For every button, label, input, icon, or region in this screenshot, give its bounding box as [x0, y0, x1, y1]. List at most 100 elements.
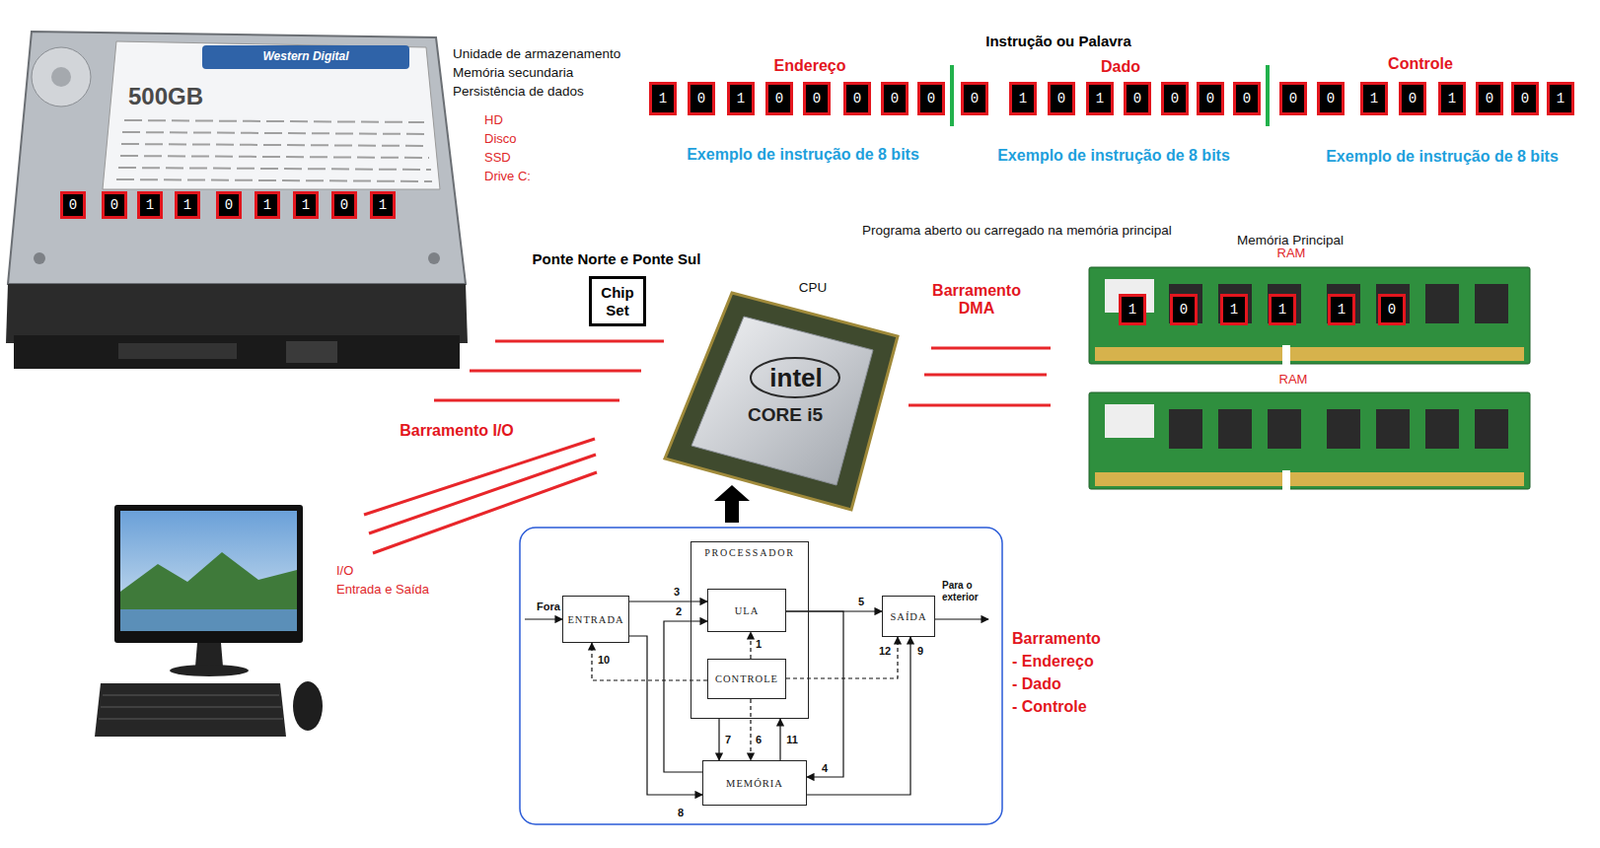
box-text: 0	[1242, 91, 1251, 106]
field-note: Exemplo de instrução de 8 bits	[997, 146, 1231, 165]
up-arrow	[714, 485, 750, 523]
box-text: 0	[853, 91, 862, 106]
bit-cell: 1	[1118, 293, 1147, 326]
bus-name: Barramento I/O	[399, 422, 514, 440]
box-text: 1	[1337, 302, 1346, 317]
part-name: Ponte Norte e Ponte Sul	[532, 250, 702, 268]
box-text: PROCESSADOR	[691, 547, 808, 559]
box-text: 1	[658, 91, 667, 106]
box-text: 1	[1128, 302, 1137, 317]
box-text: 0	[927, 91, 936, 106]
box-text: 1	[1230, 302, 1238, 317]
bus-lines	[363, 341, 1051, 554]
bit-cell: 0	[1316, 81, 1345, 116]
bit-cell: 1	[649, 81, 677, 116]
ram-stick	[1089, 392, 1530, 491]
box-text: 1	[736, 91, 745, 106]
bit-cell: 0	[1161, 81, 1189, 116]
bit-cell: 0	[1511, 81, 1539, 116]
callout-number: 11	[785, 733, 800, 746]
chip-model: CORE i5	[747, 404, 823, 427]
box-text: MEMÓRIA	[726, 778, 784, 790]
computer	[94, 505, 323, 737]
bit-cell: 0	[1169, 293, 1198, 326]
part-name: Entrada e Saída	[336, 582, 430, 598]
drive-capacity: 500GB	[128, 82, 204, 111]
box-text: 0	[1206, 91, 1215, 106]
box-text: 0	[1521, 91, 1529, 106]
box-text: 0	[697, 91, 706, 106]
connector	[779, 719, 781, 761]
box-text: 1	[301, 198, 310, 213]
bit-cell: 0	[1378, 293, 1406, 326]
bus-name: - Endereço	[1012, 653, 1094, 671]
output-line	[935, 618, 989, 620]
box-text: CONTROLE	[715, 673, 779, 685]
callout-number: 12	[877, 645, 892, 657]
bit-cell: 0	[765, 81, 794, 116]
box-text: 0	[1170, 91, 1179, 106]
connector	[806, 637, 911, 796]
bus-name: - Controle	[1012, 698, 1088, 717]
heading: Instrução ou Palavra	[985, 32, 1132, 50]
box-text: 0	[224, 198, 233, 213]
bit-cell: 0	[1398, 81, 1427, 116]
bit-cell: 1	[1086, 81, 1114, 116]
storage-type: Disco	[484, 132, 517, 147]
box-text: 0	[890, 91, 899, 106]
part-name: RAM	[1277, 246, 1307, 262]
part-name: CPU	[799, 280, 828, 296]
bus-name: Barramento	[1012, 630, 1101, 649]
box-text: 0	[812, 91, 821, 106]
bit-cell: 1	[727, 81, 755, 116]
bit-cell: 1	[1438, 81, 1466, 116]
field-name: Endereço	[774, 57, 847, 75]
callout-number: 6	[754, 733, 763, 746]
note-text: Persistência de dados	[452, 83, 584, 100]
storage-type: Drive C:	[484, 169, 531, 185]
bit-cell: 1	[137, 191, 163, 219]
callout-number: 10	[596, 654, 611, 666]
box-text: 0	[1179, 302, 1188, 317]
box-text: Chip Set	[593, 284, 642, 319]
field-name: Dado	[1100, 58, 1141, 76]
bit-cell: 0	[1047, 81, 1076, 116]
box-text: 0	[69, 198, 77, 213]
callout-number: 8	[676, 806, 685, 819]
callout-number: 5	[857, 595, 866, 608]
box-text: 0	[1057, 91, 1066, 106]
bit-cell: 0	[843, 81, 872, 116]
box-text: 1	[183, 198, 192, 213]
connector	[749, 699, 751, 761]
box-text: 1	[1556, 91, 1565, 106]
connector	[786, 611, 844, 778]
memory-box: MEMÓRIA	[702, 760, 807, 806]
ram-stick	[1089, 267, 1530, 365]
bit-cell: 0	[802, 81, 831, 116]
bit-cell: 1	[174, 191, 201, 219]
box-text: ULA	[734, 605, 760, 617]
storage-type: HD	[484, 113, 504, 129]
box-text: 0	[1289, 91, 1298, 106]
bit-cell: 0	[917, 81, 946, 116]
bit-cell: 0	[60, 191, 86, 219]
box-text: 1	[263, 198, 272, 213]
callout-number: 3	[672, 585, 681, 598]
diagram-panel	[519, 527, 1003, 825]
box-text: 0	[775, 91, 784, 106]
part-name: I/O	[336, 564, 354, 580]
bit-cell: 1	[1009, 81, 1037, 116]
bus-name: - Dado	[1012, 675, 1062, 694]
box-text: 1	[1018, 91, 1027, 106]
field-note: Exemplo de instrução de 8 bits	[1325, 147, 1559, 166]
field-name: Controle	[1387, 55, 1454, 73]
callout-number: 1	[754, 638, 763, 651]
hard-drive	[5, 31, 468, 369]
bit-cell: 0	[101, 191, 128, 219]
note-text: Unidade de armazenamento	[452, 46, 621, 63]
callout-number: 7	[724, 733, 732, 746]
signal-name: Fora	[536, 600, 561, 614]
bus-name: Barramento DMA	[922, 282, 1031, 319]
input-box: ENTRADA	[562, 595, 629, 644]
